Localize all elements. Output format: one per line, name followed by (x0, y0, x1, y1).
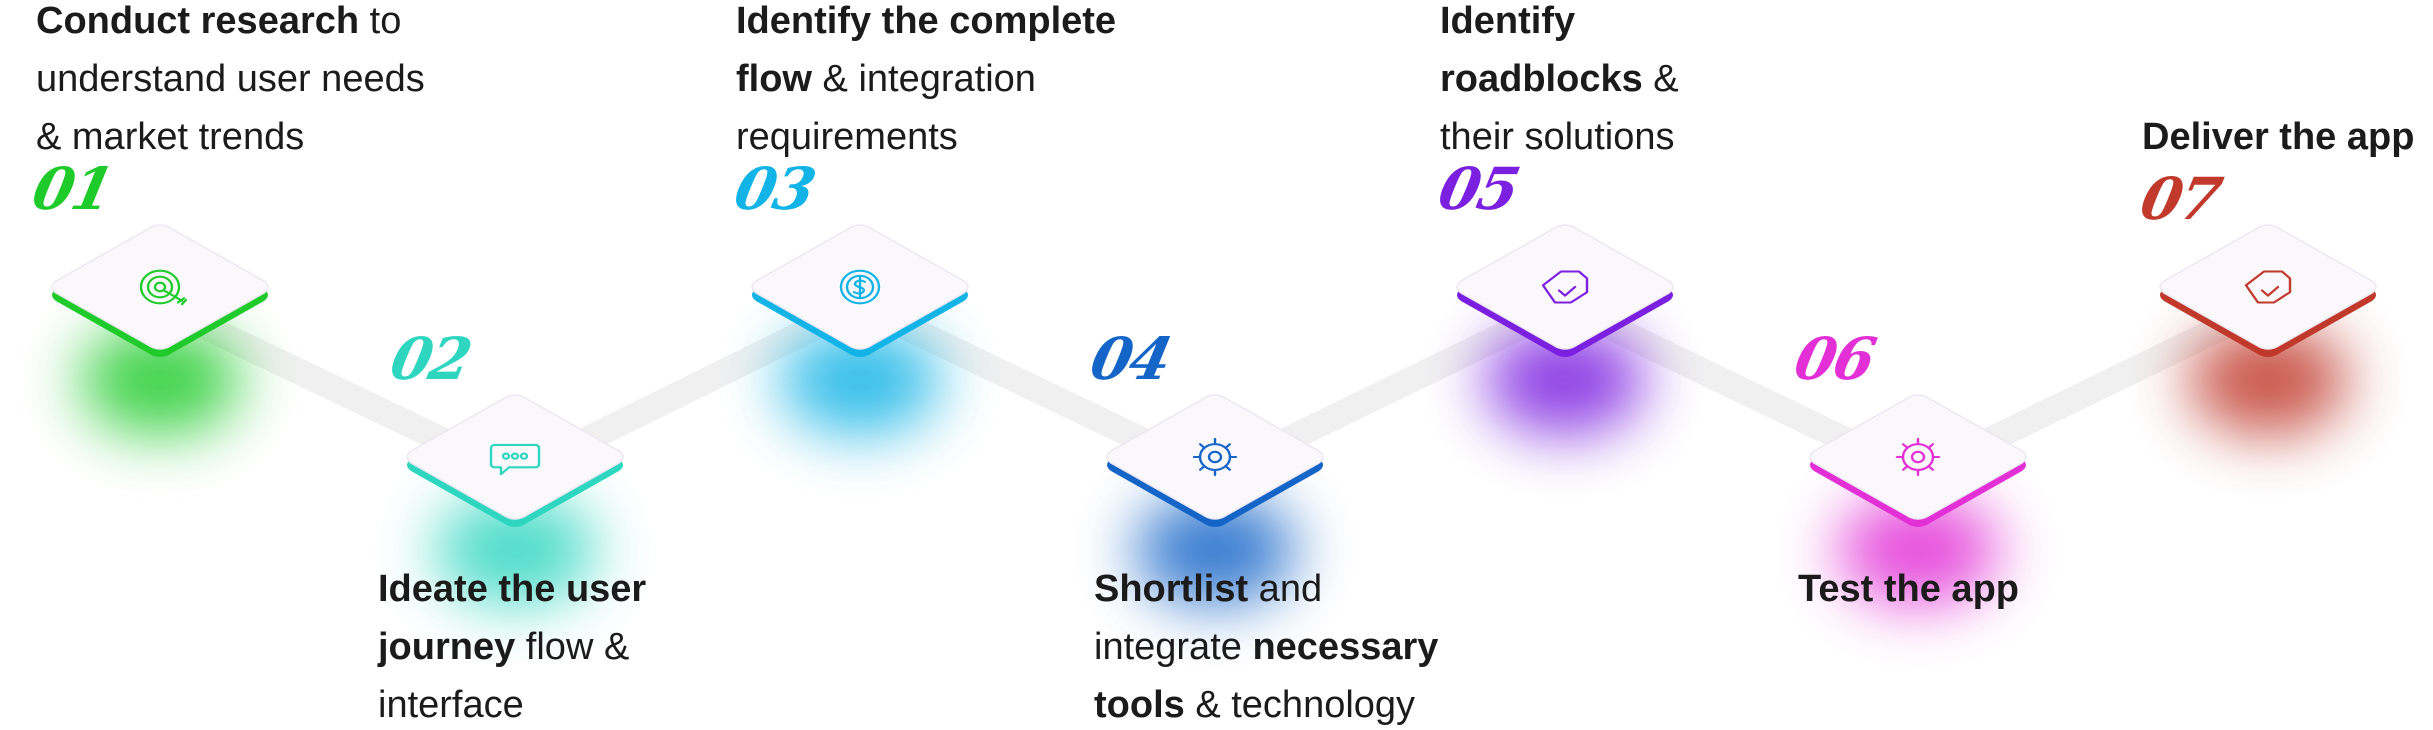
caption-bold-text: necessary (1252, 626, 1439, 668)
caption-bold-text: roadblocks (1440, 58, 1643, 100)
caption-text: & (1642, 58, 1679, 100)
caption-text: flow & (515, 626, 630, 668)
caption-line: Ideate the user (378, 560, 646, 618)
caption-line: Identify (1440, 0, 1679, 50)
caption-text: & technology (1184, 684, 1416, 726)
step-caption: Identify the complete flow & integration r… (736, 0, 1116, 166)
caption-bold-text: Ideate the user (378, 568, 647, 610)
caption-line: their solutions (1440, 108, 1679, 166)
caption-line: Shortlist and (1094, 560, 1438, 618)
caption-line: Deliver the app (2142, 108, 2414, 166)
caption-bold-text: Shortlist (1094, 568, 1249, 610)
gear-icon (1192, 437, 1238, 477)
caption-text: and (1248, 568, 1323, 610)
step-number: 05 (1432, 155, 1524, 223)
caption-line: journey flow & (378, 618, 646, 676)
step-tile (2153, 215, 2383, 365)
caption-bold-text: journey (378, 626, 516, 668)
caption-line: Identify the complete (736, 0, 1116, 50)
caption-line: flow & integration (736, 50, 1116, 108)
step-caption: Test the app (1798, 560, 2019, 618)
step-number: 07 (2134, 165, 2226, 233)
caption-text: & integration (811, 58, 1036, 100)
gear-icon (1895, 437, 1941, 477)
step-caption: Ideate the user journey flow & interface (378, 560, 646, 730)
step-tile (1450, 215, 1680, 365)
caption-bold-text: Conduct research (36, 0, 360, 42)
caption-line: roadblocks & (1440, 50, 1679, 108)
dollar-coin-icon (839, 269, 881, 305)
step-number: 02 (384, 325, 476, 393)
caption-line: integrate necessary (1094, 618, 1438, 676)
caption-text: to (359, 0, 402, 42)
caption-bold-text: Test the app (1798, 568, 2019, 610)
caption-line: Test the app (1798, 560, 2019, 618)
caption-line: & market trends (36, 108, 425, 166)
step-caption: Identify roadblocks & their solutions (1440, 0, 1679, 166)
caption-text: integrate (1094, 626, 1253, 668)
step-tile (400, 385, 630, 535)
caption-line: tools & technology (1094, 676, 1438, 730)
caption-line: Conduct research to (36, 0, 425, 50)
caption-text: understand user needs (36, 58, 425, 100)
step-number: 01 (26, 155, 118, 223)
step-tile (745, 215, 975, 365)
step-number: 06 (1788, 325, 1880, 393)
caption-bold-text: Deliver the app (2142, 116, 2415, 158)
step-tile (45, 215, 275, 365)
step-number: 04 (1084, 325, 1176, 393)
caption-text: interface (378, 684, 524, 726)
caption-text: & market trends (36, 116, 305, 158)
chat-bubble-icon (489, 443, 541, 476)
caption-text: requirements (736, 116, 958, 158)
step-tile (1803, 385, 2033, 535)
caption-bold-text: tools (1094, 684, 1185, 726)
step-tile (1100, 385, 1330, 535)
target-icon (139, 269, 188, 306)
step-caption: Conduct research to understand user needs… (36, 0, 425, 166)
step-number: 03 (728, 155, 820, 223)
caption-bold-text: Identify the complete (736, 0, 1117, 42)
caption-text: their solutions (1440, 116, 1675, 158)
caption-line: requirements (736, 108, 1116, 166)
caption-bold-text: flow (736, 58, 812, 100)
tag-icon (1541, 270, 1589, 304)
caption-line: interface (378, 676, 646, 730)
caption-bold-text: Identify (1440, 0, 1576, 42)
tag-icon (2244, 270, 2292, 304)
step-caption: Deliver the app (2142, 108, 2414, 166)
caption-line: understand user needs (36, 50, 425, 108)
